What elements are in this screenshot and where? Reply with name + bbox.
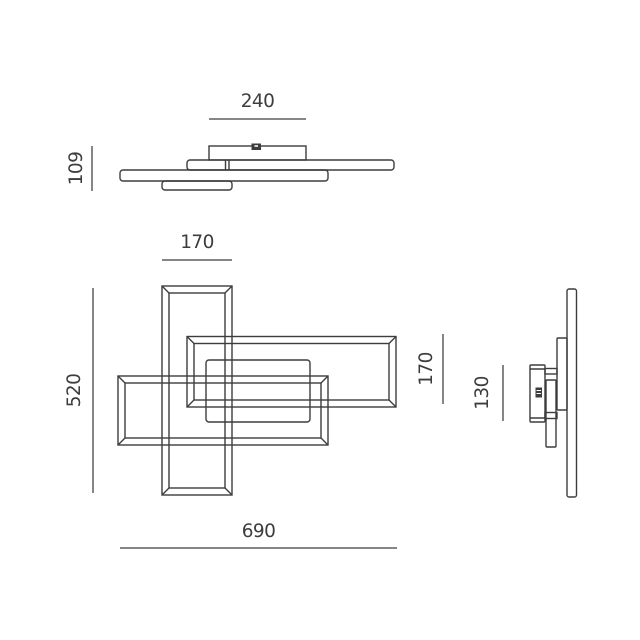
top-elevation-view: 240 109 [66, 91, 395, 191]
upper-bar-frame-crossing [224, 160, 230, 170]
vertical-frame [161, 285, 233, 496]
vertical-frame-miters [161, 285, 233, 496]
left-frame-miters [117, 375, 329, 446]
left-frame-inner [124, 382, 322, 439]
right-frame-outer [186, 335, 397, 408]
front-blade [545, 379, 557, 448]
dim-label-170-right: 170 [416, 352, 437, 386]
vertical-frame-inner [168, 292, 226, 489]
lower-light-bar [161, 180, 233, 191]
dim-label-520: 520 [64, 374, 85, 408]
dim-label-109: 109 [66, 152, 87, 186]
right-frame-miters [186, 336, 397, 408]
backplate-outline [205, 359, 311, 423]
terminal-block-slots [536, 390, 541, 394]
terminal-block-icon [535, 387, 542, 398]
cable-connector-slot [254, 145, 258, 147]
mounting-bracket-top [544, 367, 558, 375]
front-view: 170 520 170 690 [64, 232, 444, 549]
left-frame [117, 375, 329, 446]
right-frame-inner [193, 342, 390, 401]
dim-label-170-top: 170 [180, 232, 214, 253]
vertical-frame-outer [161, 285, 233, 496]
dim-label-240: 240 [241, 91, 275, 112]
side-canopy-lid-lines [530, 368, 545, 419]
mounting-bracket-bottom [544, 411, 558, 420]
dim-label-690: 690 [242, 521, 276, 542]
dim-label-130: 130 [472, 376, 493, 410]
side-canopy-outline [529, 364, 546, 423]
right-frame [186, 335, 397, 408]
left-frame-outer [117, 375, 329, 446]
side-profile-view: 130 [472, 288, 578, 498]
